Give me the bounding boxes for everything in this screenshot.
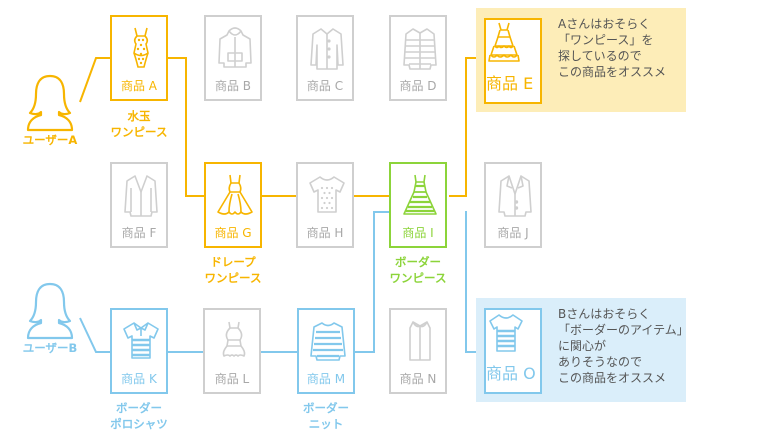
shirt-icon xyxy=(310,28,344,70)
product-card-k[interactable]: 商品 K xyxy=(110,308,168,394)
product-card-d[interactable]: 商品 D xyxy=(389,15,447,101)
user-a-name: ユーザーA xyxy=(22,133,78,147)
product-caption-g: 商品 G xyxy=(214,226,252,240)
product-card-m[interactable]: 商品 M xyxy=(297,308,355,394)
callout-user-b: 商品 O Bさんはおそらく 「ボーダーのアイテム」 に関心が ありそうなので こ… xyxy=(476,298,689,402)
callout-line: 「ワンピース」を xyxy=(558,33,654,47)
down-jacket-icon xyxy=(403,28,437,70)
product-label-k: ボーダー ポロシャツ xyxy=(94,400,184,432)
product-card-i[interactable]: 商品 I xyxy=(389,162,447,248)
product-label-g: ドレープ ワンピース xyxy=(188,254,278,286)
product-card-h[interactable]: 商品 H xyxy=(296,162,354,248)
product-caption-d: 商品 D xyxy=(399,79,437,93)
peplum-top-icon xyxy=(222,321,246,357)
vest-icon xyxy=(409,321,431,361)
woman-user-icon xyxy=(26,74,74,132)
user-b: ユーザーB xyxy=(10,278,90,358)
label-line: ドレープ xyxy=(210,255,256,269)
cardigan-icon xyxy=(124,175,158,217)
callout-line: Aさんはおそらく xyxy=(558,17,651,31)
ruffle-dress-icon xyxy=(488,22,520,62)
striped-knit-icon xyxy=(310,322,346,361)
product-caption-a: 商品 A xyxy=(120,79,158,93)
product-card-g[interactable]: 商品 G xyxy=(204,162,262,248)
callout-line: この商品をオススメ xyxy=(558,65,667,79)
product-caption-o: 商品 O xyxy=(486,364,536,383)
label-line: ワンピース xyxy=(389,271,447,285)
striped-tshirt-icon xyxy=(489,314,523,352)
callout-line: 探しているので xyxy=(558,49,642,63)
product-label-i: ボーダー ワンピース xyxy=(373,254,463,286)
user-b-name: ユーザーB xyxy=(22,341,78,355)
callout-line: この商品をオススメ xyxy=(558,371,667,385)
label-line: ボーダー xyxy=(116,401,162,415)
label-line: ワンピース xyxy=(110,125,168,139)
callout-line: Bさんはおそらく xyxy=(558,307,651,321)
product-card-b[interactable]: 商品 B xyxy=(204,15,262,101)
callout-line: ありそうなので xyxy=(558,355,643,369)
product-caption-i: 商品 I xyxy=(402,226,434,240)
product-caption-h: 商品 H xyxy=(306,226,344,240)
label-line: 水玉 xyxy=(127,109,151,123)
product-caption-j: 商品 J xyxy=(497,226,529,240)
hoodie-icon xyxy=(218,27,252,68)
dotted-tshirt-icon xyxy=(309,176,345,213)
striped-dress-icon xyxy=(403,174,437,215)
product-label-a: 水玉 ワンピース xyxy=(94,108,184,140)
drape-dress-icon xyxy=(217,174,253,215)
product-card-n[interactable]: 商品 N xyxy=(389,308,447,394)
product-caption-c: 商品 C xyxy=(306,79,344,93)
product-caption-b: 商品 B xyxy=(214,79,252,93)
callout-line: 「ボーダーのアイテム」 xyxy=(558,323,689,337)
product-card-o[interactable]: 商品 O xyxy=(484,308,542,394)
label-line: ポロシャツ xyxy=(110,417,168,431)
product-card-e[interactable]: 商品 E xyxy=(484,18,542,104)
product-card-a[interactable]: 商品 A xyxy=(110,15,168,101)
callout-message-b: Bさんはおそらく 「ボーダーのアイテム」 に関心が ありそうなので この商品をオ… xyxy=(558,306,689,386)
path-user-b xyxy=(79,211,389,353)
callout-user-a: 商品 E Aさんはおそらく 「ワンピース」を 探しているので この商品をオススメ xyxy=(476,8,686,112)
product-caption-n: 商品 N xyxy=(399,372,437,386)
label-line: ワンピース xyxy=(204,271,262,285)
striped-polo-icon xyxy=(123,322,159,359)
label-line: ボーダー xyxy=(303,401,349,415)
user-a: ユーザーA xyxy=(10,70,90,150)
dotted-dress-icon xyxy=(133,27,149,68)
callout-message-a: Aさんはおそらく 「ワンピース」を 探しているので この商品をオススメ xyxy=(558,16,666,80)
path-user-a xyxy=(79,57,389,197)
label-line: ニット xyxy=(308,417,344,431)
product-caption-e: 商品 E xyxy=(486,74,534,93)
product-caption-f: 商品 F xyxy=(121,226,157,240)
product-card-l[interactable]: 商品 L xyxy=(203,308,261,394)
product-label-m: ボーダー ニット xyxy=(281,400,371,432)
product-card-c[interactable]: 商品 C xyxy=(296,15,354,101)
product-caption-k: 商品 K xyxy=(121,372,157,386)
product-caption-l: 商品 L xyxy=(214,372,250,386)
callout-line: に関心が xyxy=(558,339,607,353)
blazer-icon xyxy=(498,175,532,217)
label-line: ボーダー xyxy=(395,255,441,269)
product-card-f[interactable]: 商品 F xyxy=(110,162,168,248)
woman-user-icon xyxy=(26,282,74,340)
product-card-j[interactable]: 商品 J xyxy=(484,162,542,248)
product-caption-m: 商品 M xyxy=(306,372,346,386)
